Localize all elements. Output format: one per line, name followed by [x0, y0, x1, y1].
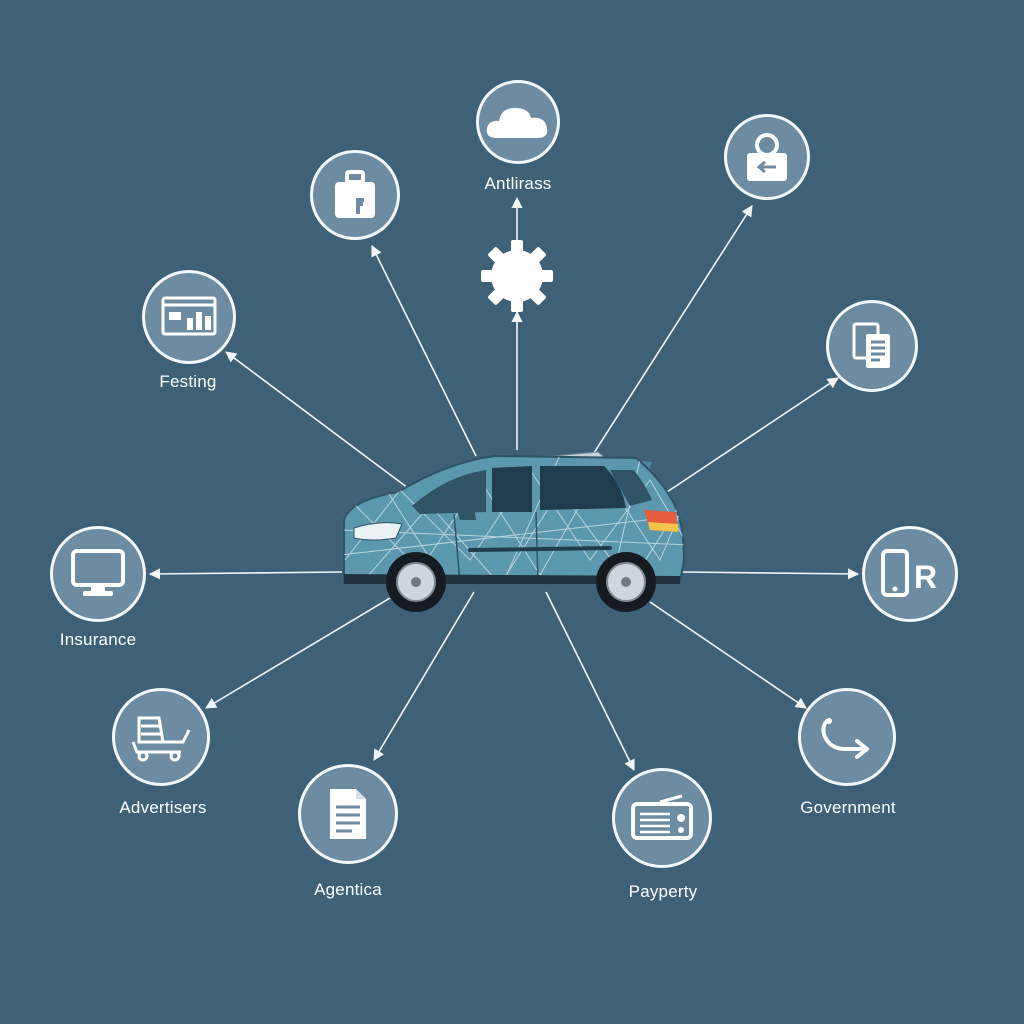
- monitor-icon: [71, 549, 125, 596]
- arrow-briefcase: [371, 244, 477, 457]
- arrow-agentica: [373, 591, 475, 761]
- arrow-advertisers: [205, 597, 391, 709]
- svg-text:R: R: [914, 559, 937, 595]
- government-node[interactable]: [798, 688, 896, 786]
- briefcase-node[interactable]: [310, 150, 400, 240]
- arrow-government: [649, 601, 807, 709]
- agentica-node[interactable]: [298, 764, 398, 864]
- arrow-testing: [225, 351, 417, 495]
- agentica-label: Agentica: [314, 880, 382, 899]
- cloud-node[interactable]: [476, 80, 560, 164]
- arrow-payperty: [545, 591, 635, 772]
- phone-r-icon: R: [881, 549, 937, 597]
- arrow-documents: [663, 377, 839, 495]
- dashboard-icon: [161, 296, 217, 336]
- route-icon: [821, 718, 869, 759]
- documents-node[interactable]: [826, 300, 918, 392]
- advertisers-node[interactable]: [112, 688, 210, 786]
- cloud-label: Antlirass: [484, 174, 552, 193]
- shopping-cart-icon: [131, 716, 191, 762]
- phone-node[interactable]: R: [862, 526, 958, 622]
- insurance-label: Insurance: [59, 630, 137, 649]
- arrow-phone: [681, 568, 860, 580]
- arrow-insurance: [148, 568, 343, 580]
- lock-node[interactable]: [724, 114, 810, 200]
- briefcase-icon: [335, 170, 375, 218]
- cloud-icon: [486, 108, 548, 138]
- arrow-lock: [591, 205, 753, 457]
- document-icon: [330, 789, 366, 839]
- advertisers-label: Advertisers: [119, 798, 207, 817]
- radio-icon: [631, 794, 693, 840]
- government-label: Government: [800, 798, 896, 817]
- insurance-node[interactable]: [50, 526, 146, 622]
- payperty-node[interactable]: [612, 768, 712, 868]
- documents-icon: [852, 322, 890, 368]
- testing-label: Festing: [159, 372, 217, 391]
- testing-node[interactable]: [142, 270, 236, 364]
- payperty-label: Payperty: [628, 882, 698, 901]
- lock-icon: [747, 133, 787, 181]
